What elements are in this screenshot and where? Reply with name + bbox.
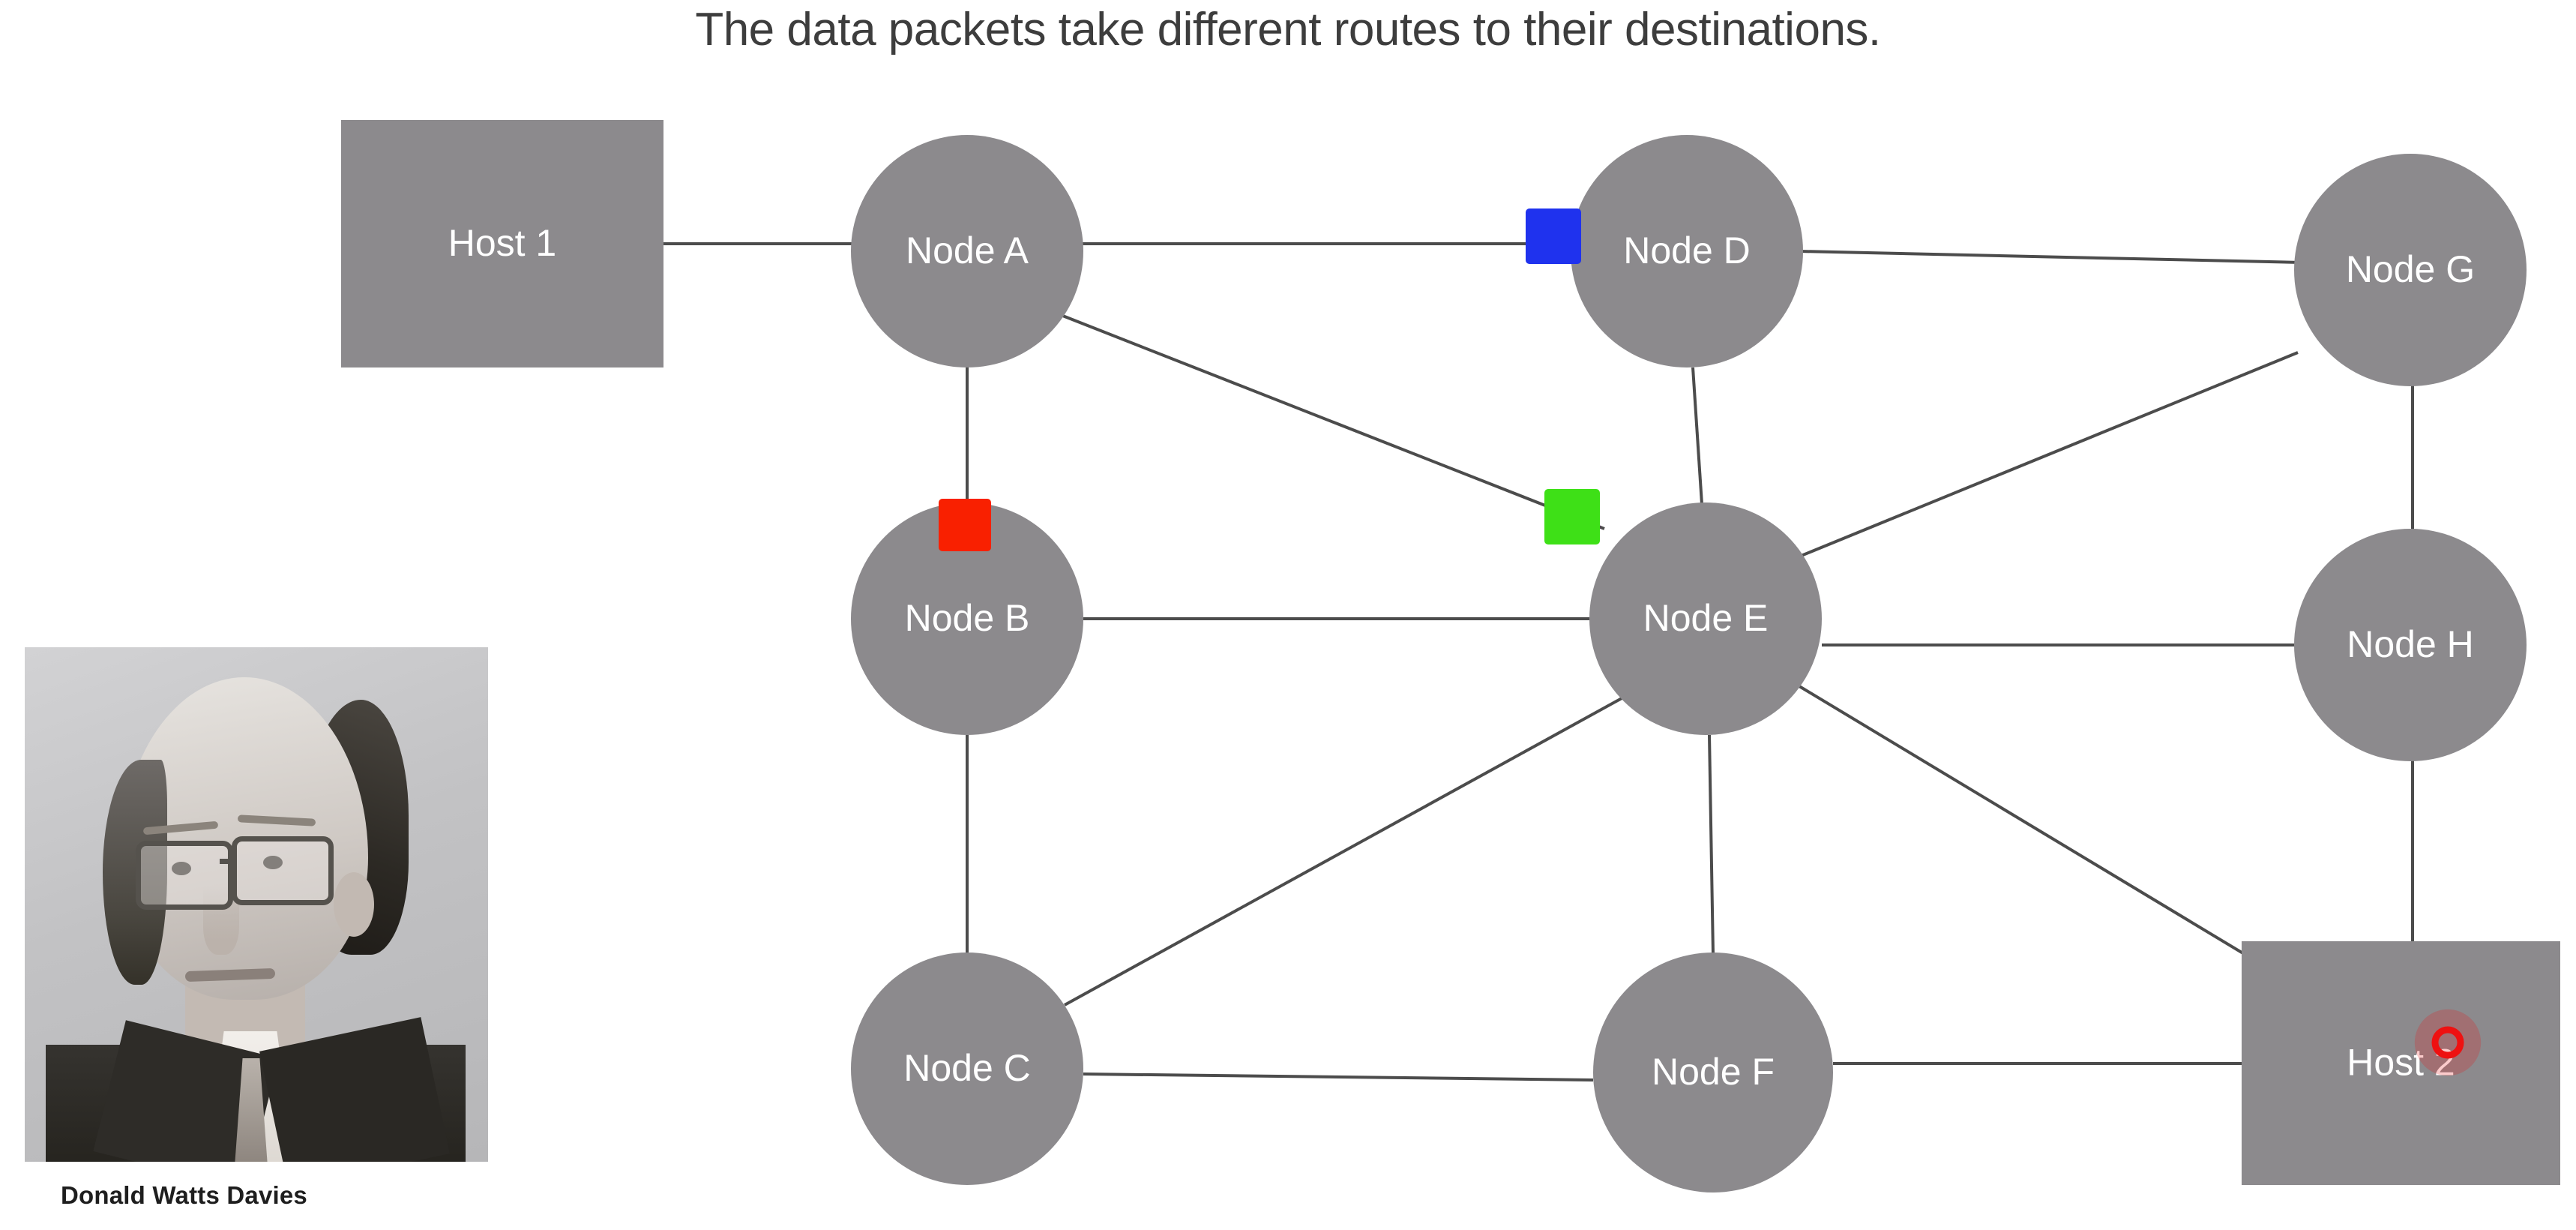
node-C-label: Node C bbox=[903, 1047, 1031, 1089]
host-host1[interactable]: Host 1 bbox=[341, 120, 663, 368]
photo-eye-left bbox=[172, 862, 191, 875]
node-C[interactable]: Node C bbox=[851, 952, 1083, 1185]
node-E-label: Node E bbox=[1643, 597, 1769, 639]
edge-E-G bbox=[1799, 351, 2299, 558]
node-layer: Host 1 Host 2 Node A Node B Node C Node D Node… bbox=[341, 120, 2560, 1192]
node-C-shape bbox=[851, 952, 1083, 1185]
node-A[interactable]: Node A bbox=[851, 135, 1083, 368]
donald-watts-davies-photo bbox=[25, 647, 488, 1162]
photo-eye-right bbox=[263, 856, 283, 869]
photo-eyeglass-lens-right bbox=[232, 836, 334, 905]
edge-D-E bbox=[1691, 367, 1703, 505]
mouse-cursor bbox=[2431, 1026, 2464, 1059]
photo-eyeglass-lens-left bbox=[136, 841, 233, 910]
node-G-label: Node G bbox=[2346, 248, 2475, 290]
node-F[interactable]: Node F bbox=[1593, 952, 1833, 1192]
node-E-shape bbox=[1589, 502, 1822, 735]
node-A-label: Node A bbox=[906, 230, 1029, 272]
packet-red bbox=[939, 499, 991, 551]
node-B-label: Node B bbox=[905, 597, 1030, 639]
edge-D-G bbox=[1799, 250, 2302, 264]
portrait-figure: Donald Watts Davies bbox=[25, 647, 488, 1209]
packet-green bbox=[1544, 489, 1600, 544]
node-H-label: Node H bbox=[2347, 623, 2474, 665]
node-D[interactable]: Node D bbox=[1571, 135, 1803, 368]
host-host2-shape bbox=[2242, 941, 2560, 1185]
node-E[interactable]: Node E bbox=[1589, 502, 1822, 735]
mouse-cursor-halo bbox=[2414, 1009, 2482, 1076]
host-host1-shape bbox=[341, 120, 663, 368]
cursor-layer bbox=[2414, 1009, 2482, 1076]
edge-E-F bbox=[1708, 734, 1715, 955]
edge-layer bbox=[663, 242, 2414, 1082]
edge-C-F bbox=[1083, 1072, 1594, 1082]
photo-ear bbox=[334, 872, 374, 937]
node-D-label: Node D bbox=[1623, 230, 1751, 272]
edge-E-host2 bbox=[1798, 685, 2281, 976]
portrait-caption: Donald Watts Davies bbox=[61, 1181, 307, 1209]
node-G-shape bbox=[2294, 154, 2527, 386]
node-B[interactable]: Node B bbox=[851, 502, 1083, 735]
node-G[interactable]: Node G bbox=[2294, 154, 2527, 386]
node-B-shape bbox=[851, 502, 1083, 735]
edge-C-E bbox=[1064, 696, 1624, 1006]
host-host2[interactable]: Host 2 bbox=[2242, 941, 2560, 1185]
packet-blue bbox=[1526, 208, 1581, 264]
photo-hair-left bbox=[103, 760, 167, 985]
packet-layer bbox=[939, 208, 1600, 551]
node-F-label: Node F bbox=[1652, 1051, 1775, 1093]
node-H-shape bbox=[2294, 529, 2527, 761]
host-host1-label: Host 1 bbox=[448, 222, 557, 264]
photo-eyeglass-bridge bbox=[220, 859, 236, 864]
page-title: The data packets take different routes t… bbox=[695, 4, 1881, 56]
edge-A-E bbox=[1060, 314, 1605, 530]
node-D-shape bbox=[1571, 135, 1803, 368]
node-H[interactable]: Node H bbox=[2294, 529, 2527, 761]
node-F-shape bbox=[1593, 952, 1833, 1192]
node-A-shape bbox=[851, 135, 1083, 368]
